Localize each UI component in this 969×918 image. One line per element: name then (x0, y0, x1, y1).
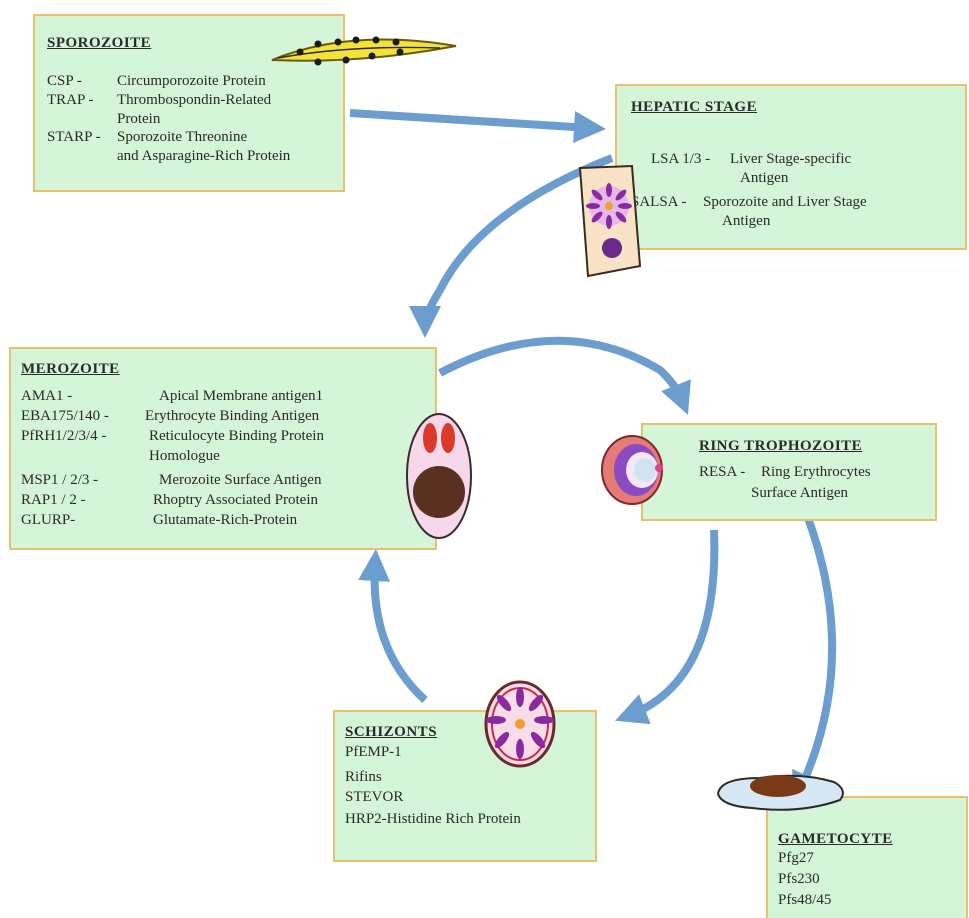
hepatic-cell-icon (580, 166, 640, 276)
gametocyte-cell-icon (718, 775, 843, 810)
merozoite-erythrocyte-icon (407, 414, 471, 538)
ring-erythrocyte-icon (602, 436, 663, 504)
schizont-cell-icon (486, 682, 554, 766)
sporozoite-cell-icon (272, 37, 456, 66)
